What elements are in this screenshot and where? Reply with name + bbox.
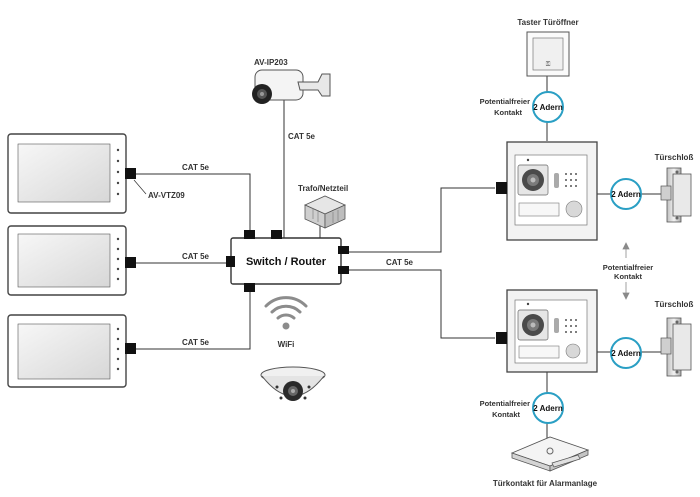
svg-text:2 Adern: 2 Adern xyxy=(533,404,563,413)
monitor-3 xyxy=(7,314,136,388)
rj45-port xyxy=(125,168,136,179)
door-lock-icon xyxy=(660,317,692,377)
wifi-icon xyxy=(264,296,308,330)
contact-bottom-line2: Kontakt xyxy=(492,410,520,419)
router-ports xyxy=(226,230,349,292)
router xyxy=(226,230,349,292)
router-label: Switch / Router xyxy=(246,256,327,268)
monitor-2 xyxy=(7,225,136,296)
monitor-model-label: AV-VTZ09 xyxy=(148,191,185,200)
rj45-port xyxy=(496,332,507,344)
wire-badge-lock-top: 2 Adern xyxy=(610,178,642,210)
power-supply-icon xyxy=(304,195,346,229)
camera-label: AV-IP203 xyxy=(254,58,288,67)
wire-badge-lock-bottom: 2 Adern xyxy=(610,337,642,369)
rj45-port xyxy=(125,343,136,354)
rj45-port xyxy=(496,182,507,194)
contact-top-line2: Kontakt xyxy=(494,108,522,117)
wire-badge-top: 2 Adern xyxy=(532,91,564,123)
rj45-port xyxy=(125,257,136,268)
svg-text:2 Adern: 2 Adern xyxy=(611,190,641,199)
push-button-icon: ⚿ xyxy=(526,31,570,77)
lock-top-label: Türschloß xyxy=(655,153,694,162)
svg-text:2 Adern: 2 Adern xyxy=(611,349,641,358)
contact-mid-line2: Kontakt xyxy=(614,272,642,281)
cable-label-monitor-2: CAT 5e xyxy=(182,252,210,261)
dome-camera-icon xyxy=(260,366,326,401)
cable-label-camera: CAT 5e xyxy=(288,132,316,141)
contact-mid-line1: Potentialfreier xyxy=(603,263,654,272)
wire-badge-bottom: 2 Adern xyxy=(532,392,564,424)
cable-label-monitor-1: CAT 5e xyxy=(182,163,210,172)
lock-bottom-label: Türschloß xyxy=(655,300,694,309)
cable-label-monitor-3: CAT 5e xyxy=(182,338,210,347)
alarm-label: Türkontakt für Alarmanlage xyxy=(493,479,598,488)
contact-bottom-line1: Potentialfreier xyxy=(480,399,531,408)
door-station-bottom xyxy=(496,289,598,373)
potential-free-arrows xyxy=(622,242,630,300)
svg-text:2 Adern: 2 Adern xyxy=(533,103,563,112)
door-station-top xyxy=(496,141,598,241)
cable-label-doorstations: CAT 5e xyxy=(386,258,414,267)
connection-lines xyxy=(136,76,667,442)
svg-text:⚿: ⚿ xyxy=(546,61,551,68)
contact-top-line1: Potentialfreier xyxy=(480,97,531,106)
monitor-1 xyxy=(7,133,136,214)
wifi-label: WiFi xyxy=(278,340,295,349)
ip-camera-icon xyxy=(252,69,331,104)
alarm-contact-icon xyxy=(510,436,590,472)
taster-label: Taster Türöffner xyxy=(517,18,578,27)
door-lock-icon xyxy=(660,167,692,223)
transformer-label: Trafo/Netzteil xyxy=(298,184,348,193)
